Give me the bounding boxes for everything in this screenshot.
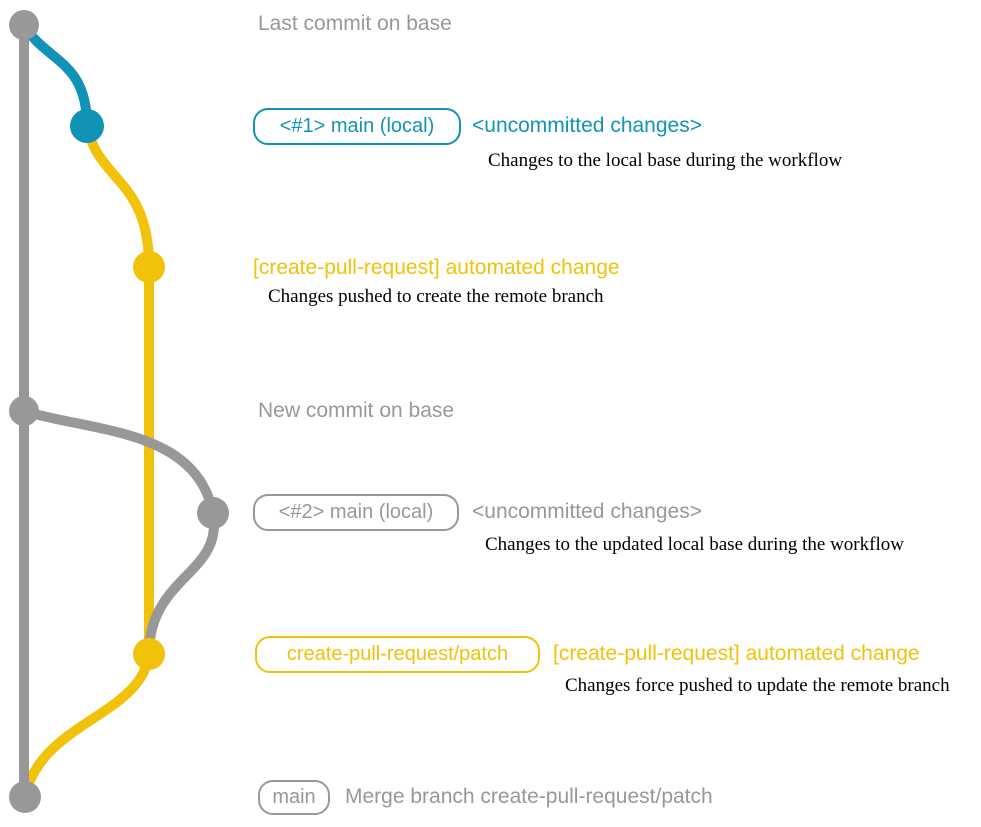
badge-create-pull-request-patch: create-pull-request/patch	[255, 636, 540, 673]
commit-new-base-dot	[9, 396, 39, 426]
commit-merge-dot	[9, 781, 41, 813]
automated-change-heading-1: [create-pull-request] automated change	[253, 256, 620, 279]
branch-main-local2-in-curve	[144, 508, 220, 659]
uncommitted-changes-description-1: Changes to the local base during the wor…	[488, 150, 843, 171]
last-commit-label: Last commit on base	[258, 12, 452, 35]
uncommitted-changes-heading-1: <uncommitted changes>	[472, 114, 702, 137]
commit-main-local1-dot	[70, 109, 104, 143]
automated-change-description-2: Changes force pushed to update the remot…	[565, 675, 950, 696]
merge-branch-label: Merge branch create-pull-request/patch	[345, 785, 713, 808]
branch-patch-merge-curve	[20, 649, 154, 802]
uncommitted-changes-description-2: Changes to the updated local base during…	[485, 534, 904, 555]
branch-main-local1-curve	[19, 20, 92, 131]
commit-graph	[9, 10, 229, 813]
uncommitted-changes-heading-2: <uncommitted changes>	[472, 500, 702, 523]
automated-change-heading-2: [create-pull-request] automated change	[553, 642, 920, 665]
branch-patch-out-curve	[82, 121, 154, 272]
commit-automated-change1-dot	[133, 251, 165, 283]
branch-main-local2-out-curve	[19, 406, 218, 518]
badge-main: main	[258, 780, 330, 815]
commit-main-local2-dot	[197, 497, 229, 529]
badge-main-local-1: <#1> main (local)	[253, 108, 461, 145]
new-commit-label: New commit on base	[258, 399, 455, 422]
commit-automated-change2-dot	[133, 638, 165, 670]
automated-change-description-1: Changes pushed to create the remote bran…	[268, 286, 604, 307]
commit-last-base-dot	[9, 10, 39, 40]
badge-main-local-2: <#2> main (local)	[253, 494, 459, 531]
